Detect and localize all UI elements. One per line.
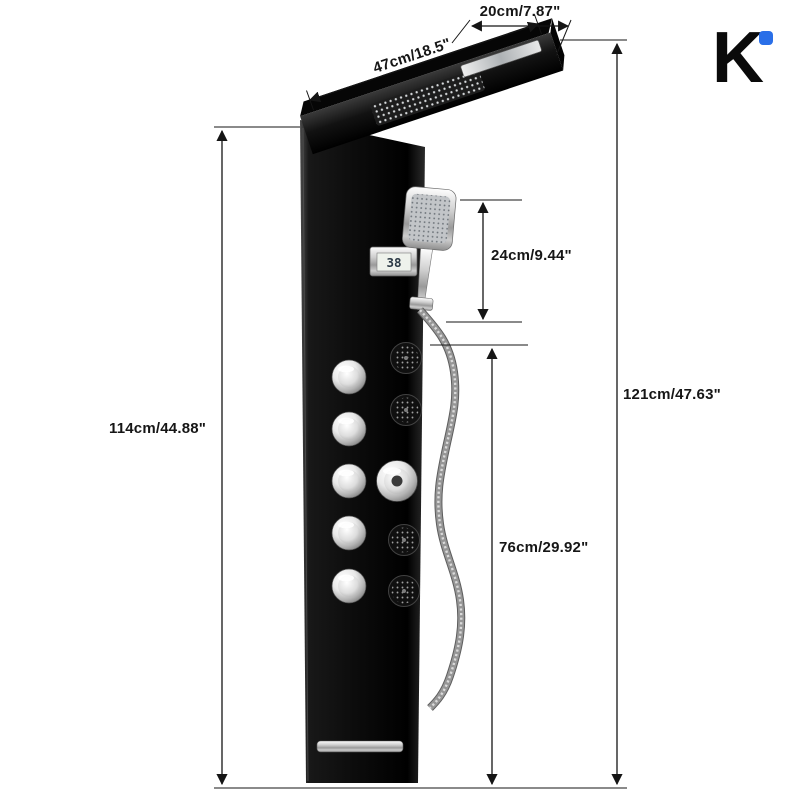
dim-label-top-width: 20cm/7.87" (479, 3, 561, 20)
hose-body (417, 307, 465, 711)
body-jet (390, 394, 422, 426)
brand-dot (759, 31, 773, 45)
dim-label-total-height: 121cm/47.63" (623, 386, 721, 403)
shower-hose (417, 307, 466, 711)
temperature-display: 38 (369, 246, 418, 277)
body-jets (388, 342, 422, 607)
handheld-shower (402, 186, 457, 311)
extension-line (534, 14, 542, 35)
control-knob (331, 359, 367, 395)
brand-letter: K (712, 18, 764, 98)
brand-logo: K (712, 18, 773, 98)
thermostatic-dial (376, 460, 418, 502)
rain-shower-head (300, 18, 565, 155)
control-knob (331, 568, 367, 604)
extension-line (451, 19, 471, 44)
control-knob (331, 515, 367, 551)
dim-line-top-depth (308, 21, 540, 103)
dim-label-handheld: 24cm/9.44" (491, 247, 572, 264)
dimension-lines (214, 14, 627, 789)
dim-label-hose: 76cm/29.92" (499, 539, 589, 556)
extension-line (555, 19, 572, 57)
shower-panel-column (300, 120, 425, 783)
hose-coil-shine (419, 309, 463, 709)
handheld-holder (409, 296, 434, 311)
dim-label-panel-height: 114cm/44.88" (109, 420, 207, 437)
extension-line (306, 90, 314, 111)
body-jet (390, 342, 422, 374)
panel-face (300, 120, 425, 783)
handheld-nozzles (408, 193, 451, 244)
body-jet (388, 575, 420, 607)
panel-edge-highlight (302, 127, 309, 782)
display-screen (376, 252, 412, 272)
body-jet (388, 524, 420, 556)
control-knobs (331, 359, 367, 604)
temperature-readout: 38 (386, 255, 401, 270)
control-knob (331, 463, 367, 499)
tub-spout (316, 740, 404, 753)
control-knob (331, 411, 367, 447)
